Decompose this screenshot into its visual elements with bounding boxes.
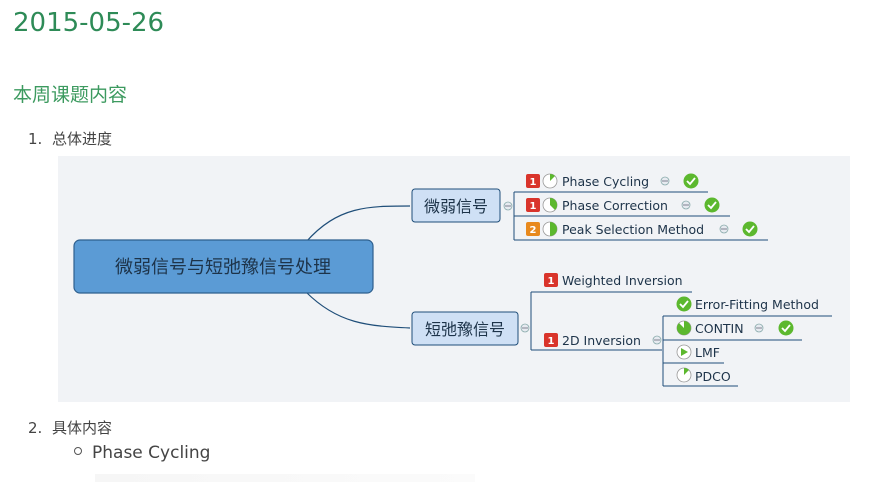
list-item-overall-progress: 1. 总体进度 [28, 128, 112, 149]
item-label: LMF [695, 345, 720, 360]
svg-text:1: 1 [548, 276, 555, 287]
item-label: 2D Inversion [562, 333, 641, 348]
check-icon [676, 296, 692, 312]
svg-text:1: 1 [548, 336, 555, 347]
mindmap-item-lmf[interactable]: LMF [676, 344, 720, 360]
priority-1-icon [526, 198, 540, 212]
priority-1-icon [544, 333, 558, 347]
mindmap-item-2d-inversion[interactable]: 1 2D Inversion [544, 333, 662, 348]
item-label: CONTIN [695, 321, 744, 336]
circle-bullet-icon [74, 447, 82, 455]
item-label: Peak Selection Method [562, 222, 704, 237]
connector-weak [305, 205, 411, 243]
mindmap-item-pdco[interactable]: PDCO [676, 367, 731, 384]
mind-map-diagram: 微弱信号与短弛豫信号处理 微弱信号 1 Phase Cycling 1 [73, 173, 832, 387]
mindmap-item-error-fitting[interactable]: Error-Fitting Method [676, 296, 819, 313]
svg-text:2: 2 [530, 225, 537, 236]
page-date-heading: 2015-05-26 [13, 8, 165, 38]
item-label: PDCO [695, 369, 731, 384]
branch-node-weak [411, 188, 501, 223]
priority-1-icon [544, 273, 558, 287]
list-label: 具体内容 [52, 419, 113, 437]
list-number: 2. [28, 419, 43, 437]
sub-list-item-phase-cycling: Phase Cycling [74, 443, 210, 463]
list-label: 总体进度 [52, 130, 113, 148]
sub-item-label: Phase Cycling [92, 443, 211, 463]
branch-short-label: 短弛豫信号 [425, 320, 505, 339]
mindmap-item-phase-correction[interactable]: 1 Phase Correction [526, 197, 720, 214]
priority-2-icon [526, 222, 540, 236]
mind-map-image: 微弱信号与短弛豫信号处理 微弱信号 1 Phase Cycling 1 [58, 156, 850, 402]
check-icon [778, 320, 794, 336]
svg-text:1: 1 [530, 177, 537, 188]
item-label: Error-Fitting Method [695, 297, 819, 312]
check-icon [683, 173, 699, 189]
mindmap-item-contin[interactable]: CONTIN [676, 320, 794, 337]
mindmap-item-phase-cycling[interactable]: 1 Phase Cycling [526, 173, 699, 190]
connector-short [305, 291, 411, 329]
priority-1-icon [526, 174, 540, 188]
faded-content [95, 474, 475, 482]
list-number: 1. [28, 130, 43, 148]
item-label: Phase Correction [562, 198, 668, 213]
central-node [73, 239, 374, 294]
central-node-label: 微弱信号与短弛豫信号处理 [115, 257, 331, 278]
branch-weak-label: 微弱信号 [424, 197, 488, 216]
section-heading: 本周课题内容 [13, 84, 128, 106]
item-label: Phase Cycling [562, 174, 649, 189]
svg-text:1: 1 [530, 201, 537, 212]
list-item-details: 2. 具体内容 [28, 417, 112, 438]
item-label: Weighted Inversion [562, 273, 683, 288]
branch-node-short [411, 311, 519, 346]
check-icon [742, 221, 758, 237]
mindmap-item-peak-selection[interactable]: 2 Peak Selection Method [526, 221, 758, 238]
mindmap-item-weighted-inversion[interactable]: 1 Weighted Inversion [544, 273, 683, 288]
check-icon [704, 197, 720, 213]
